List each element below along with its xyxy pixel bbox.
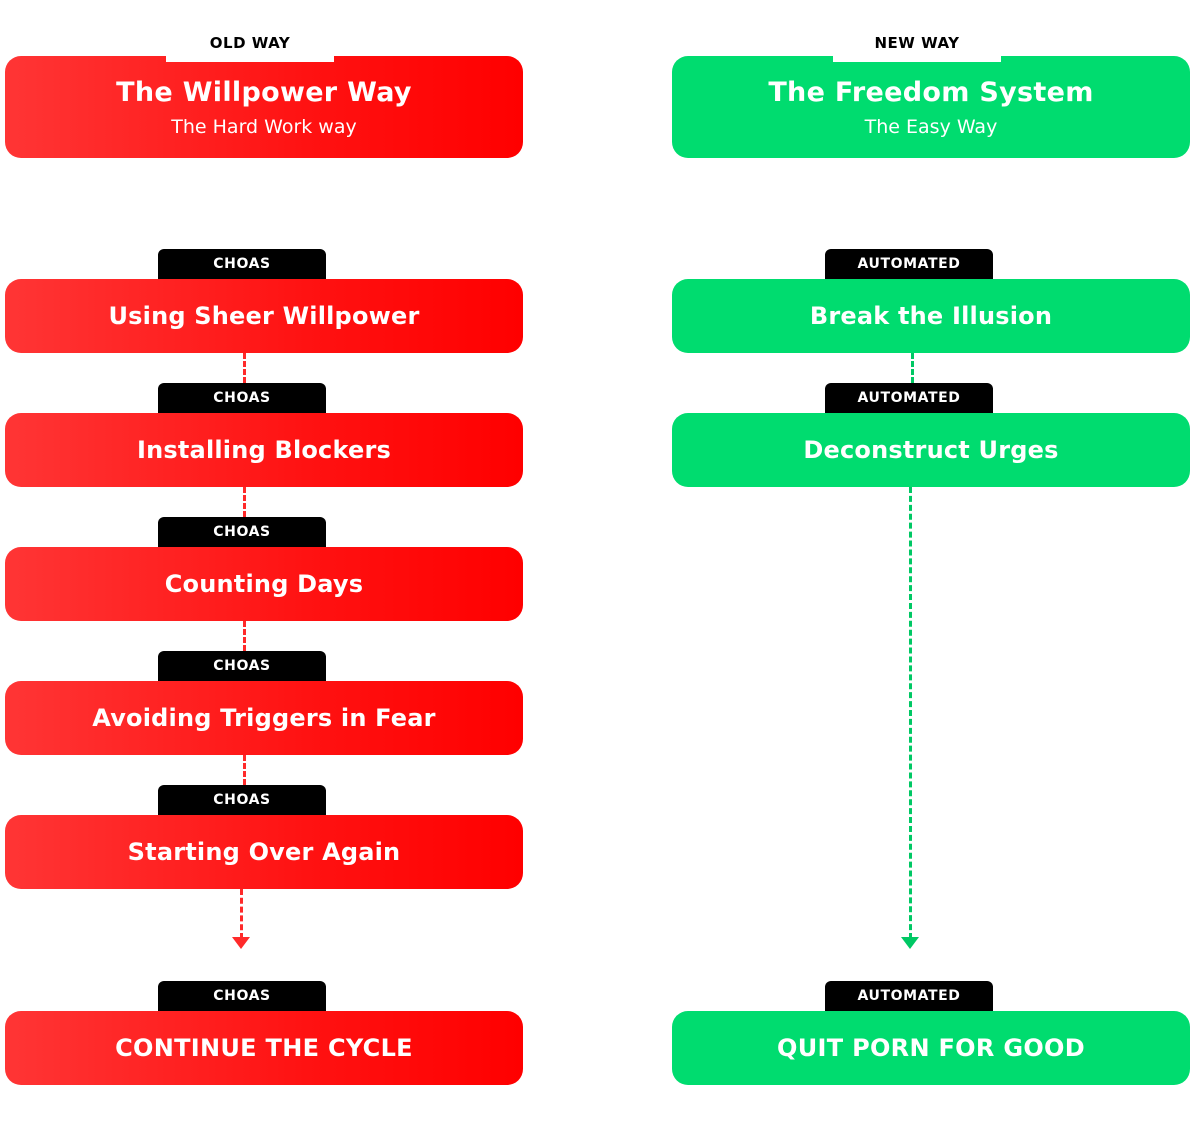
old-way-subtitle: The Hard Work way	[171, 115, 357, 138]
old-step-1: Using Sheer Willpower	[5, 279, 523, 353]
old-step-3: Counting Days	[5, 547, 523, 621]
old-connector-3	[243, 621, 246, 651]
old-final-tag: CHOAS	[158, 981, 326, 1011]
old-connector-2	[243, 487, 246, 517]
old-step-3-tag: CHOAS	[158, 517, 326, 547]
new-way-header: The Freedom System The Easy Way	[672, 56, 1190, 158]
new-connector-2	[909, 487, 912, 939]
old-step-2-tag: CHOAS	[158, 383, 326, 413]
old-final-box: CONTINUE THE CYCLE	[5, 1011, 523, 1085]
new-step-2: Deconstruct Urges	[672, 413, 1190, 487]
old-connector-5	[240, 889, 243, 939]
new-way-title: The Freedom System	[768, 76, 1094, 108]
old-way-column: The Willpower Way The Hard Work way OLD …	[5, 0, 523, 1128]
new-arrow-head	[901, 937, 919, 949]
new-step-1: Break the Illusion	[672, 279, 1190, 353]
new-way-subtitle: The Easy Way	[864, 115, 998, 138]
new-way-column: The Freedom System The Easy Way NEW WAY …	[672, 0, 1190, 1128]
new-way-tab: NEW WAY	[833, 24, 1001, 62]
old-way-tab: OLD WAY	[166, 24, 334, 62]
old-way-header: The Willpower Way The Hard Work way	[5, 56, 523, 158]
new-step-2-tag: AUTOMATED	[825, 383, 993, 413]
new-final-tag: AUTOMATED	[825, 981, 993, 1011]
old-step-1-tag: CHOAS	[158, 249, 326, 279]
new-final-box: QUIT PORN FOR GOOD	[672, 1011, 1190, 1085]
old-arrow-head	[232, 937, 250, 949]
new-step-1-tag: AUTOMATED	[825, 249, 993, 279]
old-way-title: The Willpower Way	[116, 76, 412, 108]
new-connector-1	[911, 353, 914, 383]
old-step-4-tag: CHOAS	[158, 651, 326, 681]
old-step-5: Starting Over Again	[5, 815, 523, 889]
old-step-4: Avoiding Triggers in Fear	[5, 681, 523, 755]
old-step-2: Installing Blockers	[5, 413, 523, 487]
old-step-5-tag: CHOAS	[158, 785, 326, 815]
old-connector-4	[243, 755, 246, 785]
old-connector-1	[243, 353, 246, 383]
